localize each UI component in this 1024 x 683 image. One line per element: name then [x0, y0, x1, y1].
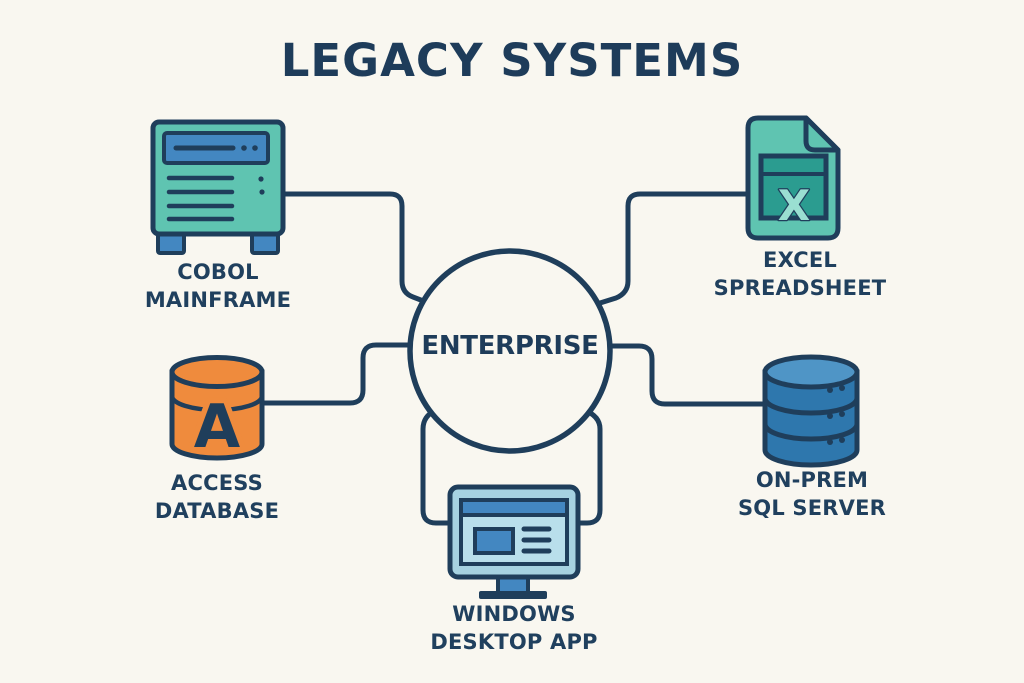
label-line: WINDOWS — [452, 602, 576, 626]
enterprise-circle — [407, 248, 613, 454]
label-line: COBOL — [177, 260, 259, 284]
mainframe-led-dot — [258, 176, 264, 182]
access-db-body — [169, 369, 265, 461]
label-on-prem-sql-server: ON-PREM SQL SERVER — [702, 466, 922, 522]
connector-sql-enterprise — [601, 343, 771, 407]
mainframe-vent-lines — [166, 175, 235, 222]
mainframe-panel-dot — [241, 145, 247, 151]
connector-excel-enterprise — [597, 191, 751, 306]
label-line: MAINFRAME — [144, 288, 292, 312]
connector-lines — [259, 191, 771, 526]
label-line: SQL SERVER — [737, 496, 887, 520]
connector-enterprise-desktop-right — [563, 407, 603, 526]
label-cobol-mainframe: COBOL MAINFRAME — [108, 258, 328, 314]
access-db-band — [169, 395, 265, 413]
sql-db-band — [762, 397, 860, 416]
sql-db-dots — [827, 385, 845, 445]
sql-db-body — [762, 369, 860, 468]
mainframe-panel-dot — [252, 145, 258, 151]
label-line: ACCESS — [171, 471, 263, 495]
label-line: DESKTOP APP — [430, 630, 598, 654]
sql-db-top — [762, 354, 860, 390]
connector-enterprise-desktop-left — [420, 407, 461, 526]
connector-access-enterprise — [259, 342, 419, 406]
excel-file-fold — [803, 115, 841, 153]
label-enterprise: ENTERPRISE — [421, 331, 599, 361]
mainframe-led-dot — [259, 189, 265, 195]
stacked-database-icon — [762, 354, 860, 468]
label-access-database: ACCESS DATABASE — [107, 469, 327, 525]
label-line: DATABASE — [154, 499, 280, 523]
database-cylinder-icon: A — [169, 355, 265, 468]
label-line: ON-PREM — [755, 468, 869, 492]
monitor-text-lines — [521, 526, 552, 554]
mainframe-server-icon — [150, 119, 286, 255]
excel-sheet-area — [758, 153, 829, 221]
desktop-monitor-icon — [447, 484, 581, 599]
label-windows-desktop-app: WINDOWS DESKTOP APP — [404, 600, 624, 656]
access-a-glyph: A — [194, 392, 241, 462]
excel-file-icon: X — [745, 115, 841, 241]
access-db-top — [169, 355, 265, 389]
excel-x-glyph: X — [778, 181, 810, 230]
diagram-title: LEGACY SYSTEMS — [280, 34, 744, 87]
connector-cobol-enterprise — [280, 191, 429, 305]
label-line: EXCEL — [763, 248, 837, 272]
label-excel-spreadsheet: EXCEL SPREADSHEET — [690, 246, 910, 302]
label-line: SPREADSHEET — [713, 276, 887, 300]
monitor-titlebar — [459, 498, 569, 517]
sql-db-band — [762, 423, 860, 442]
monitor-base — [479, 591, 547, 599]
monitor-content-block — [473, 527, 515, 555]
